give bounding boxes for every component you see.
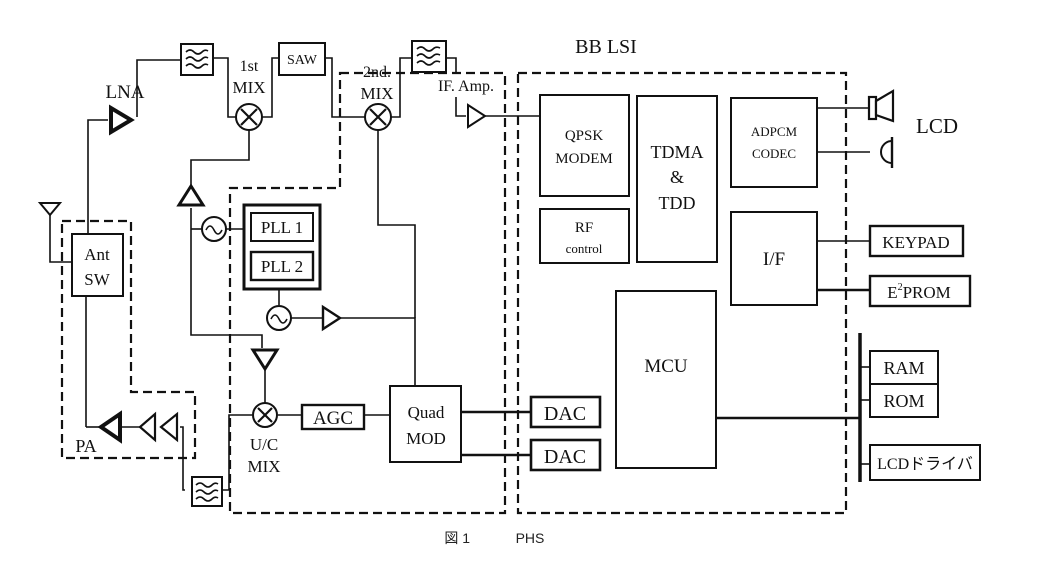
speaker-icon (867, 89, 895, 123)
quad-mod-block: Quad MOD (389, 385, 462, 463)
if-amp-label: IF. Amp. (438, 78, 494, 95)
adpcm-label-2: CODEC (752, 146, 796, 161)
ant-sw-label-1: Ant (84, 245, 110, 264)
keypad-label: KEYPAD (882, 233, 949, 252)
lna-label: LNA (105, 82, 144, 103)
wire (136, 59, 181, 117)
lcd-driver-block: LCDドライバ (869, 444, 981, 481)
if-amplifier-icon (467, 103, 487, 129)
rom-block: ROM (869, 383, 939, 418)
wire (213, 57, 236, 118)
wire (455, 97, 466, 117)
qpsk-label-2: MODEM (555, 151, 613, 167)
eeprom-block: E2PROM (868, 274, 972, 308)
oscillator-icon (266, 305, 292, 331)
first-mix-label-2: MIX (232, 78, 265, 97)
wire (262, 57, 279, 118)
qpsk-label-1: QPSK (565, 128, 604, 144)
figure-number: 図 1 (444, 530, 470, 546)
bandpass-filter-icon (411, 40, 447, 73)
uc-mixer-icon (252, 402, 278, 428)
second-mix-label-1: 2nd. (363, 64, 391, 81)
lcd-driver-label: LCDドライバ (877, 456, 973, 473)
quad-mod-label-1: Quad (408, 403, 445, 422)
microphone-icon (880, 137, 894, 168)
wire (87, 119, 108, 234)
figure-caption: PHS (516, 530, 545, 546)
agc-label: AGC (313, 408, 353, 429)
dac2-label: DAC (544, 446, 586, 468)
rf-control-block: RF control (539, 208, 630, 264)
adpcm-codec-block: ADPCM CODEC (730, 97, 818, 188)
dac-block-2: DAC (529, 438, 602, 472)
tdma-label-2: & (670, 167, 684, 187)
wire (377, 130, 416, 318)
amplifier-icon (250, 348, 280, 372)
mcu-block: MCU (615, 290, 717, 469)
wire (190, 208, 263, 348)
wire (49, 215, 72, 263)
second-mixer-icon (364, 103, 392, 131)
uc-mix-label-1: U/C (250, 435, 278, 454)
wire (391, 57, 412, 118)
if-block: I/F (730, 211, 818, 306)
pll-block: PLL 1 PLL 2 (242, 203, 322, 291)
eeprom-label: E2PROM (887, 282, 951, 302)
oscillator-icon (201, 216, 227, 242)
keypad-block: KEYPAD (868, 224, 965, 258)
if-label: I/F (763, 249, 785, 270)
lcd-label: LCD (916, 114, 958, 138)
rf-control-label-2: control (566, 241, 603, 256)
ant-sw-block: Ant SW (71, 233, 124, 297)
quad-mod-label-2: MOD (406, 429, 446, 448)
antenna-icon (37, 202, 63, 217)
tdma-label-1: TDMA (651, 142, 704, 162)
amplifier-icon (321, 304, 343, 332)
tdma-tdd-block: TDMA & TDD (636, 95, 718, 263)
pll1-label: PLL 1 (261, 218, 303, 237)
bandpass-filter-icon (180, 43, 214, 76)
driver-amplifier-icon (138, 411, 157, 443)
pa-amplifier-icon (97, 410, 122, 444)
saw-filter-block: SAW (278, 42, 326, 76)
driver-amplifier-icon (159, 411, 179, 443)
adpcm-label-1: ADPCM (751, 124, 798, 139)
dac-block-1: DAC (529, 395, 602, 429)
dac1-label: DAC (544, 403, 586, 425)
tdma-label-3: TDD (659, 193, 696, 213)
rom-label: ROM (883, 391, 924, 411)
pa-label: PA (75, 436, 96, 456)
lna-amplifier-icon (109, 104, 135, 136)
wire (446, 57, 457, 73)
wire (190, 130, 250, 190)
agc-block: AGC (300, 403, 366, 431)
lo-amplifier-icon (176, 183, 206, 207)
first-mixer-icon (235, 103, 263, 131)
wire (180, 426, 185, 491)
ant-sw-label-2: SW (84, 270, 110, 289)
uc-mix-label-2: MIX (247, 457, 280, 476)
bandpass-filter-icon (191, 476, 223, 507)
rf-control-label-1: RF (575, 220, 593, 236)
bb-lsi-boundary (516, 71, 848, 515)
pll2-label: PLL 2 (261, 257, 303, 276)
qpsk-modem-block: QPSK MODEM (539, 94, 630, 197)
ram-block: RAM (869, 350, 939, 385)
mcu-label: MCU (644, 356, 688, 377)
saw-label: SAW (287, 53, 318, 68)
bb-lsi-title: BB LSI (575, 36, 637, 58)
wire (325, 57, 366, 118)
second-mix-label-2: MIX (360, 84, 393, 103)
ram-label: RAM (883, 358, 924, 378)
first-mix-label-1: 1st (240, 58, 259, 75)
